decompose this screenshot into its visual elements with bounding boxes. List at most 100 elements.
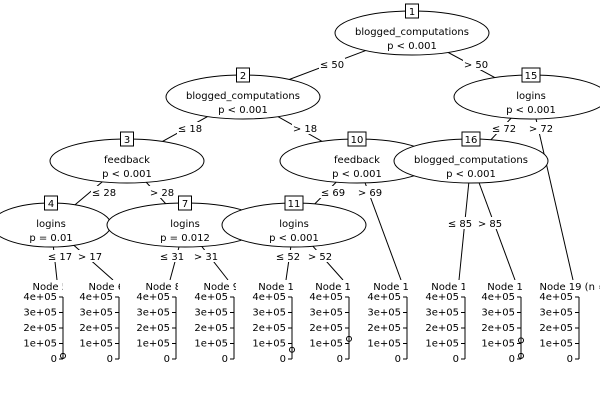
y-tick-label: 4e+05 [252, 292, 286, 303]
terminal-header: Node 19 (n = [540, 282, 600, 293]
edge-label-bg [463, 58, 489, 70]
node-id-box [347, 131, 367, 147]
y-tick-label: 2e+05 [194, 323, 228, 334]
node-split-variable: logins [279, 219, 309, 230]
edge-label-11-13: > 52 [308, 252, 332, 263]
y-tick-label: 2e+05 [136, 323, 170, 334]
edge-label-bg [275, 250, 301, 262]
terminal-header: Node 17 (n [431, 282, 486, 293]
y-tick-label: 2e+05 [309, 323, 343, 334]
terminal-header: Node 18 (n [487, 282, 542, 293]
y-tick-label: 3e+05 [425, 308, 459, 319]
y-tick-label: 3e+05 [481, 308, 515, 319]
outlier-point [60, 352, 66, 359]
edge-label-bg [491, 122, 517, 134]
edge-label-bg [320, 186, 346, 198]
node-id: 7 [182, 199, 188, 210]
y-tick-label: 4e+05 [23, 292, 57, 303]
y-tick-label: 0 [567, 354, 573, 365]
node-p-value: p = 0.012 [160, 233, 210, 244]
edge-label-3-7: > 28 [150, 188, 174, 199]
inner-node-15: 15 logins p < 0.001 [453, 67, 600, 120]
y-tick-label: 3e+05 [252, 308, 286, 319]
node-id: 11 [288, 199, 301, 210]
y-tick-label: 2e+05 [79, 323, 113, 334]
node-p-value: p < 0.001 [218, 105, 268, 116]
y-tick-label: 0 [280, 354, 286, 365]
y-tick-label: 4e+05 [309, 292, 343, 303]
edge-label-bg [292, 122, 318, 134]
y-tick-label: 1e+05 [425, 339, 459, 350]
outlier-point [346, 335, 352, 342]
edge-label-bg [477, 217, 503, 229]
edge-label-bg [47, 250, 73, 262]
edge-label-2-10: > 18 [293, 124, 317, 135]
edge-label-bg [528, 122, 554, 134]
node-id: 15 [525, 71, 538, 82]
edge-label-bg [447, 217, 473, 229]
y-tick-label: 0 [107, 354, 113, 365]
y-tick-label: 4e+05 [136, 292, 170, 303]
y-tick-label: 1e+05 [252, 339, 286, 350]
edge-label-3-4: ≤ 28 [92, 188, 116, 199]
edge-label-7-9: > 31 [194, 252, 218, 263]
node-id-box [521, 67, 541, 83]
y-tick-label: 3e+05 [367, 308, 401, 319]
edge-label-bg [91, 186, 117, 198]
terminal-header: Node 6 (n [88, 282, 137, 293]
node-id: 2 [240, 71, 246, 82]
node-p-value: p < 0.001 [332, 169, 382, 180]
edge-label-4-5: ≤ 17 [48, 252, 72, 263]
terminal-header: Node 13 (n [315, 282, 370, 293]
node-p-value: p < 0.001 [102, 169, 152, 180]
outlier-point [518, 337, 524, 344]
edge-label-1-15: > 50 [464, 60, 488, 71]
y-tick-label: 3e+05 [309, 308, 343, 319]
edge-label-15-19: > 72 [529, 124, 553, 135]
y-tick-label: 2e+05 [425, 323, 459, 334]
y-tick-label: 0 [164, 354, 170, 365]
node-p-value: p = 0.01 [29, 233, 72, 244]
outlier-point [289, 346, 295, 353]
y-tick-label: 4e+05 [481, 292, 515, 303]
node-id: 16 [465, 135, 478, 146]
edge-label-10-11: ≤ 69 [321, 188, 345, 199]
y-tick-label: 0 [222, 354, 228, 365]
y-tick-label: 1e+05 [79, 339, 113, 350]
y-tick-label: 2e+05 [539, 323, 573, 334]
node-p-value: p < 0.001 [387, 41, 437, 52]
y-tick-label: 1e+05 [23, 339, 57, 350]
edge-label-10-14: > 69 [358, 188, 382, 199]
edge-label-bg [307, 250, 333, 262]
node-split-variable: blogged_computations [186, 91, 300, 102]
edge-label-16-18: > 85 [478, 219, 502, 230]
y-tick-label: 1e+05 [367, 339, 401, 350]
edge-label-bg [77, 250, 103, 262]
node-split-variable: feedback [334, 155, 380, 166]
node-split-variable: blogged_computations [355, 27, 469, 38]
node-p-value: p < 0.001 [506, 105, 556, 116]
y-tick-label: 4e+05 [539, 292, 573, 303]
y-tick-label: 3e+05 [136, 308, 170, 319]
y-tick-label: 0 [337, 354, 343, 365]
edge-label-bg [177, 122, 203, 134]
y-tick-label: 4e+05 [425, 292, 459, 303]
node-split-variable: logins [516, 91, 546, 102]
y-tick-label: 1e+05 [481, 339, 515, 350]
node-id: 1 [409, 7, 415, 18]
y-tick-label: 0 [509, 354, 515, 365]
edge-label-2-3: ≤ 18 [178, 124, 202, 135]
edge-label-16-17: ≤ 85 [448, 219, 472, 230]
edge-label-bg [193, 250, 219, 262]
node-id: 4 [48, 199, 54, 210]
node-id-box [178, 195, 192, 211]
edge-label-bg [159, 250, 185, 262]
